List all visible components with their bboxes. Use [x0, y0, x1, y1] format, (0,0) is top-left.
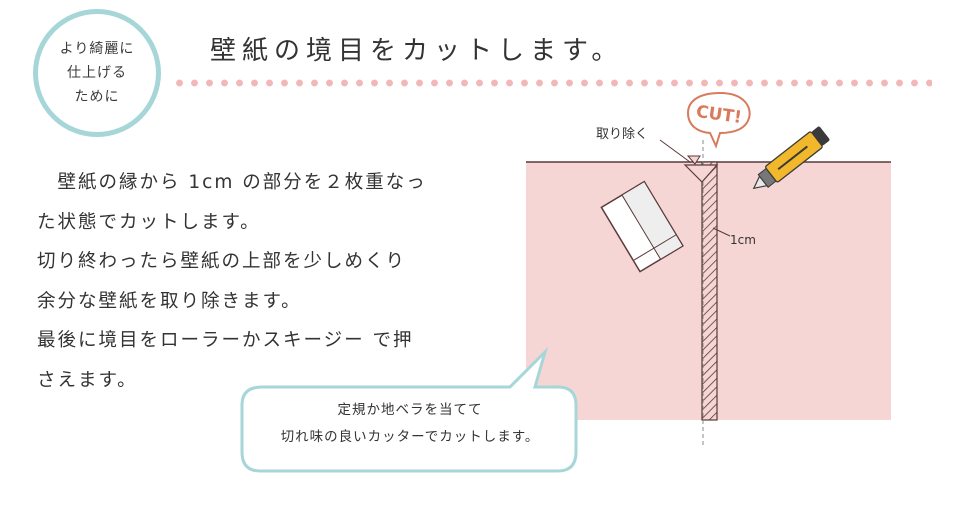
badge-line-2: 仕上げる	[67, 65, 127, 81]
instruction-line: さえます。	[37, 369, 138, 391]
callout-text: 定規か地ベラを当てて 切れ味の良いカッターでカットします。	[245, 397, 575, 451]
squeegee-icon	[600, 180, 684, 273]
width-label: 1cm	[730, 233, 756, 247]
instruction-line: 最後に境目をローラーかスキージー で押	[37, 330, 414, 351]
instruction-line: 余分な壁紙を取り除きます。	[37, 290, 302, 312]
removed-piece	[686, 155, 701, 165]
instruction-line: 壁紙の縁から 1cm の部分を２枚重なっ	[37, 172, 427, 193]
remove-label: 取り除く	[596, 127, 648, 142]
page-title: 壁紙の境目をカットします。	[210, 36, 624, 66]
width-pointer	[712, 227, 731, 237]
cut-bubble: CUT!	[686, 91, 751, 149]
overlap-strip	[701, 161, 718, 421]
callout-line-2: 切れ味の良いカッターでカットします。	[280, 429, 540, 445]
dotted-divider	[172, 78, 932, 88]
remove-pointer	[659, 139, 691, 163]
instruction-text: 壁紙の縁から 1cm の部分を２枚重なっ た状態でカットします。 切り終わったら…	[37, 163, 477, 400]
callout-line-1: 定規か地ベラを当てて	[337, 402, 483, 418]
callout-bubble	[240, 346, 578, 473]
instruction-line: 切り終わったら壁紙の上部を少しめくり	[37, 251, 407, 272]
instruction-line: た状態でカットします。	[37, 211, 261, 233]
removed-flap	[683, 164, 719, 183]
section-badge: より綺麗に 仕上げる ために	[33, 9, 161, 137]
badge-line-3: ために	[74, 89, 120, 105]
badge-line-1: より綺麗に	[59, 41, 135, 57]
cutter-knife-icon	[752, 126, 830, 190]
